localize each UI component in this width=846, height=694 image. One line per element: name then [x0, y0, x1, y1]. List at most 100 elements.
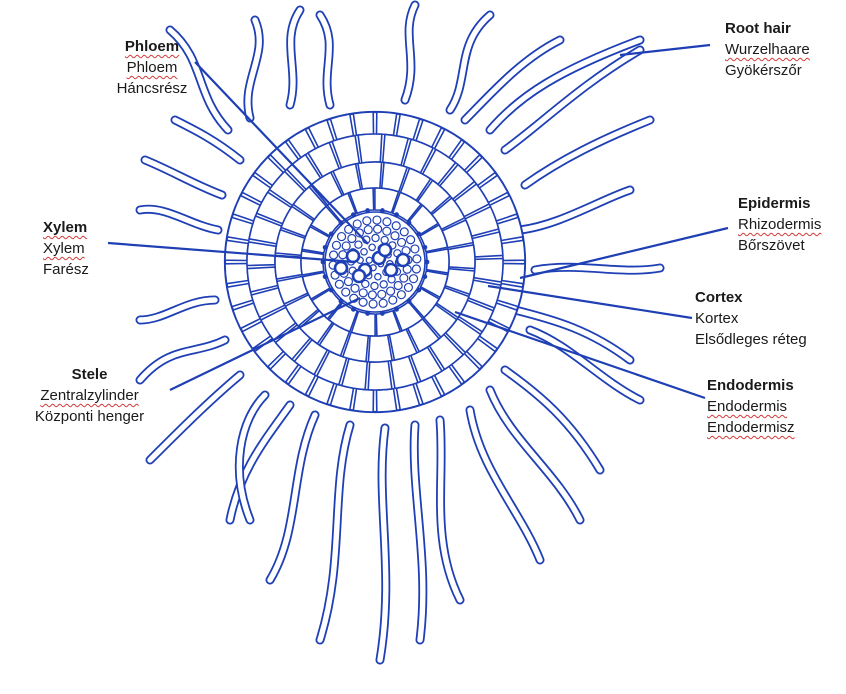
stele-cell [353, 220, 361, 228]
cortex-cell [353, 112, 373, 135]
root-hair-de: Wurzelhaare [725, 39, 810, 60]
xylem-de: Xylem [43, 238, 89, 259]
stele-cell [380, 281, 387, 288]
xylem-vessel [353, 270, 365, 282]
cortex-cell [225, 264, 248, 284]
stele-cell [355, 241, 362, 248]
xylem-vessel [347, 250, 359, 262]
stele-cell [394, 282, 402, 290]
root-hair [505, 370, 600, 470]
stele-cell [338, 233, 346, 241]
xylem-vessel [397, 254, 409, 266]
root-hair-lumen [470, 410, 540, 560]
stele-cell [351, 284, 359, 292]
stele-cell [391, 232, 399, 240]
stele-cell [379, 299, 387, 307]
stele-cell [412, 265, 420, 273]
stele-cell [400, 228, 408, 236]
stele-cell [359, 298, 367, 306]
cortex-hu: Elsődleges réteg [695, 329, 807, 350]
stele-cell [387, 287, 395, 295]
stele-de: Zentralzylinder [8, 385, 171, 406]
stele-hu: Központi henger [8, 406, 171, 427]
phloem-en: Phloem [104, 36, 200, 57]
endodermis-de: Endodermis [707, 396, 795, 417]
stele-cell [330, 251, 338, 259]
epidermis-hu: Bőrszövet [738, 235, 821, 256]
stele-cell [381, 236, 388, 243]
phloem-de: Phloem [104, 57, 200, 78]
stele-cell [374, 225, 382, 233]
stele-cell [366, 257, 372, 263]
stele-cell [369, 244, 375, 250]
stele-cell [411, 245, 419, 253]
stele-cell [404, 283, 412, 291]
cortex-cell [426, 249, 449, 273]
cortex-cell [358, 162, 382, 189]
cortex-en: Cortex [695, 287, 807, 308]
stele-cell [389, 296, 397, 304]
stele-cell [413, 255, 421, 263]
stele-cell [400, 274, 408, 282]
root-hair-lumen [140, 300, 215, 320]
cortex-cell [377, 112, 397, 135]
stele-cell [378, 290, 386, 298]
stele-cell [407, 236, 415, 244]
label-cortex: Cortex Kortex Elsődleges réteg [695, 287, 807, 350]
label-epidermis: Epidermis Rhizodermis Bőrszövet [738, 193, 821, 256]
cortex-cell [353, 389, 373, 412]
label-stele: Stele Zentralzylinder Központi henger [8, 364, 171, 427]
stele-cell [369, 300, 377, 308]
stele-cell [359, 289, 367, 297]
stele-cell [368, 291, 376, 299]
root-hair [490, 40, 640, 130]
stele-cell [344, 278, 352, 286]
xylem-vessel [379, 244, 391, 256]
cortex-de: Kortex [695, 308, 807, 329]
stele-cell [410, 275, 418, 283]
xylem-vessel [335, 262, 347, 274]
endodermis-hu: Endodermisz [707, 417, 795, 438]
stele-cell [372, 234, 379, 241]
cortex-cell [368, 335, 392, 362]
cortex-cell [502, 264, 525, 284]
stele-cell [335, 280, 343, 288]
root-hair-en: Root hair [725, 18, 810, 39]
label-root-hair: Root hair Wurzelhaare Gyökérszőr [725, 18, 810, 81]
cortex-cell [301, 251, 324, 275]
cortex-cell [275, 255, 302, 279]
stele-cell [371, 282, 378, 289]
stele-cell [383, 227, 391, 235]
cortex-cell [502, 240, 525, 260]
epidermis-de: Rhizodermis [738, 214, 821, 235]
stele-cell [364, 226, 372, 234]
phloem-hu: Háncsrész [104, 78, 200, 99]
stele-cell [392, 222, 400, 230]
cortex-cell [377, 389, 397, 412]
label-endodermis: Endodermis Endodermis Endodermisz [707, 375, 795, 438]
root-hair-lumen [530, 330, 640, 400]
label-xylem: Xylem Xylem Farész [43, 217, 89, 280]
cortex-cell [474, 259, 503, 283]
cortex-cell [448, 245, 475, 269]
xylem-vessel [385, 264, 397, 276]
stele-en: Stele [8, 364, 171, 385]
stele-cell [361, 249, 367, 255]
stele-cell [342, 288, 350, 296]
stele-cell [332, 241, 340, 249]
label-phloem: Phloem Phloem Háncsrész [104, 36, 200, 99]
stele-cell [348, 234, 356, 242]
cortex-cell [225, 240, 248, 260]
stele-cell [383, 218, 391, 226]
root-tissue [225, 112, 525, 412]
stele-cell [373, 216, 381, 224]
cortex-cell [368, 361, 392, 390]
stele-cell [339, 251, 347, 259]
root-hair-lumen [145, 160, 222, 195]
cortex-cell [358, 134, 382, 163]
root-hair-lumen [270, 415, 315, 580]
endodermis-en: Endodermis [707, 375, 795, 396]
xylem-en: Xylem [43, 217, 89, 238]
xylem-hu: Farész [43, 259, 89, 280]
stele-cell [363, 217, 371, 225]
